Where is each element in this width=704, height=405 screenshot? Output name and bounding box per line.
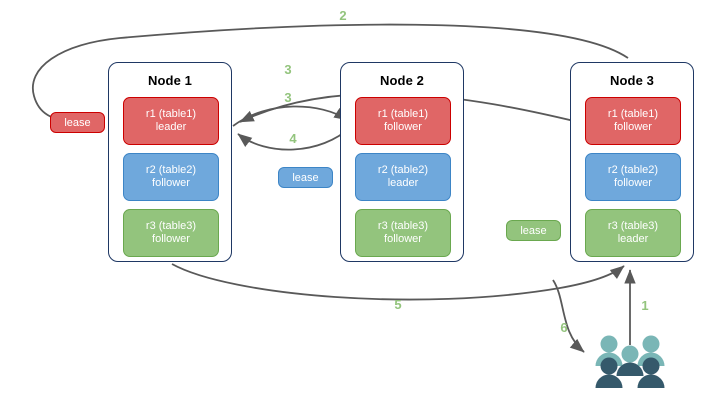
- replica-name: r2 (table2): [377, 163, 429, 176]
- replica-role: follower: [384, 233, 422, 245]
- replica-name: r3 (table3): [377, 219, 429, 232]
- replica-n3-r3[interactable]: r3 (table3) leader: [585, 209, 681, 257]
- node-2[interactable]: Node 2 r1 (table1) follower r2 (table2) …: [340, 62, 464, 262]
- replica-name: r1 (table1): [607, 107, 659, 120]
- edge-label-5: 5: [394, 297, 402, 312]
- edge-3-path: [232, 105, 349, 127]
- edge-label-2: 2: [339, 8, 347, 23]
- replica-n1-r3[interactable]: r3 (table3) follower: [123, 209, 219, 257]
- edge-label-4: 4: [289, 131, 297, 146]
- replica-n1-r1[interactable]: r1 (table1) leader: [123, 97, 219, 145]
- replica-n1-r2[interactable]: r2 (table2) follower: [123, 153, 219, 201]
- lease-badge-table1[interactable]: lease: [50, 112, 105, 133]
- edge-label-6: 6: [560, 320, 568, 335]
- edge-6-path: [552, 279, 585, 353]
- replica-role: follower: [614, 121, 652, 133]
- replica-name: r2 (table2): [145, 163, 197, 176]
- replica-name: r2 (table2): [607, 163, 659, 176]
- replica-role: leader: [155, 121, 187, 133]
- node-3-title: Node 3: [610, 73, 654, 88]
- replica-role: follower: [152, 233, 190, 245]
- replica-n2-r3[interactable]: r3 (table3) follower: [355, 209, 451, 257]
- replica-n3-r1[interactable]: r1 (table1) follower: [585, 97, 681, 145]
- node-1[interactable]: Node 1 r1 (table1) leader r2 (table2) fo…: [108, 62, 232, 262]
- edge-label-3a: 3: [284, 62, 292, 77]
- replica-name: r1 (table1): [145, 107, 197, 120]
- lease-badge-table3[interactable]: lease: [506, 220, 561, 241]
- replica-n2-r1[interactable]: r1 (table1) follower: [355, 97, 451, 145]
- lease-label: lease: [64, 116, 91, 129]
- node-2-title: Node 2: [380, 73, 424, 88]
- node-1-title: Node 1: [148, 73, 192, 88]
- edge-label-1: 1: [641, 298, 649, 313]
- lease-badge-table2[interactable]: lease: [278, 167, 333, 188]
- replica-name: r3 (table3): [607, 219, 659, 232]
- lease-label: lease: [292, 171, 319, 184]
- edge-5-path: [171, 263, 625, 301]
- replica-role: follower: [614, 177, 652, 189]
- replica-n3-r2[interactable]: r2 (table2) follower: [585, 153, 681, 201]
- replica-name: r1 (table1): [377, 107, 429, 120]
- replica-role: follower: [152, 177, 190, 189]
- replica-role: leader: [387, 177, 419, 189]
- edge-label-3b: 3: [284, 90, 292, 105]
- people-group-icon: [592, 333, 668, 389]
- replica-role: follower: [384, 121, 422, 133]
- replica-name: r3 (table3): [145, 219, 197, 232]
- replica-role: leader: [617, 233, 649, 245]
- lease-label: lease: [520, 224, 547, 237]
- node-3[interactable]: Node 3 r1 (table1) follower r2 (table2) …: [570, 62, 694, 262]
- replica-n2-r2[interactable]: r2 (table2) leader: [355, 153, 451, 201]
